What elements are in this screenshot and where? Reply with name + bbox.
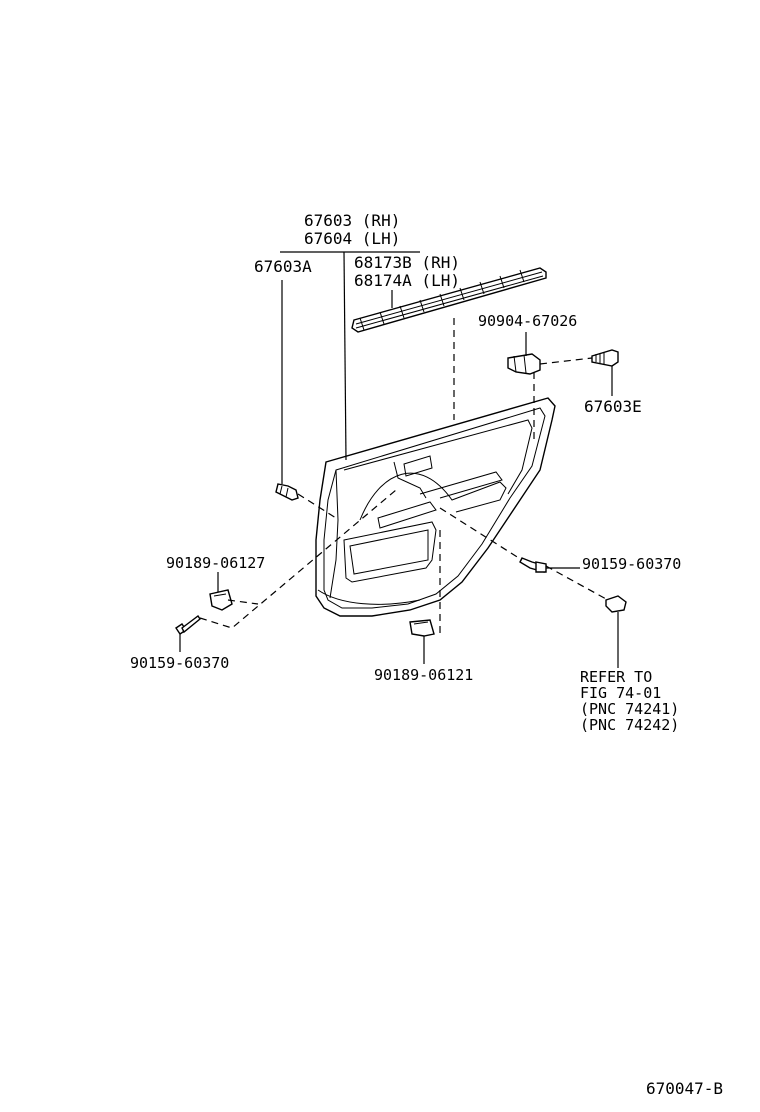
leader-lines bbox=[179, 251, 619, 668]
label-clip-90904: 90904-67026 bbox=[478, 312, 577, 330]
label-clip-67603a: 67603A bbox=[254, 257, 312, 276]
clip-67603a-icon bbox=[275, 483, 299, 501]
label-screw-90159-right: 90159-60370 bbox=[582, 555, 681, 573]
part-labels: 67603 (RH) 67604 (LH) 67603A 68173B (RH)… bbox=[130, 211, 723, 1098]
cap-refer-fig-icon bbox=[605, 595, 627, 613]
screw-67603e-icon bbox=[591, 349, 619, 367]
door-trim-panel bbox=[315, 397, 556, 617]
screw-90159-60370-right-icon bbox=[519, 557, 547, 573]
label-nut-90189-06127: 90189-06127 bbox=[166, 554, 265, 572]
label-panel-rh: 67603 (RH) bbox=[304, 211, 400, 230]
nut-90189-06121-icon bbox=[409, 619, 435, 637]
label-screw-67603e: 67603E bbox=[584, 397, 642, 416]
label-weatherstrip-rh: 68173B (RH) bbox=[354, 253, 460, 272]
label-refer-line-1: REFER TO bbox=[580, 668, 652, 686]
label-refer-line-4: (PNC 74242) bbox=[580, 716, 679, 734]
diagram-code: 670047-B bbox=[646, 1079, 723, 1098]
label-refer-line-2: FIG 74-01 bbox=[580, 684, 661, 702]
label-screw-90159-left: 90159-60370 bbox=[130, 654, 229, 672]
belt-weatherstrip bbox=[351, 267, 547, 333]
label-nut-90189-06121: 90189-06121 bbox=[374, 666, 473, 684]
label-refer-line-3: (PNC 74241) bbox=[580, 700, 679, 718]
assembly-lines bbox=[199, 318, 609, 634]
label-panel-lh: 67604 (LH) bbox=[304, 229, 400, 248]
nut-90189-06127-icon bbox=[209, 589, 233, 611]
clip-90904-67026-icon bbox=[507, 353, 541, 375]
screw-90159-60370-left-icon bbox=[175, 614, 201, 635]
label-weatherstrip-lh: 68174A (LH) bbox=[354, 271, 460, 290]
